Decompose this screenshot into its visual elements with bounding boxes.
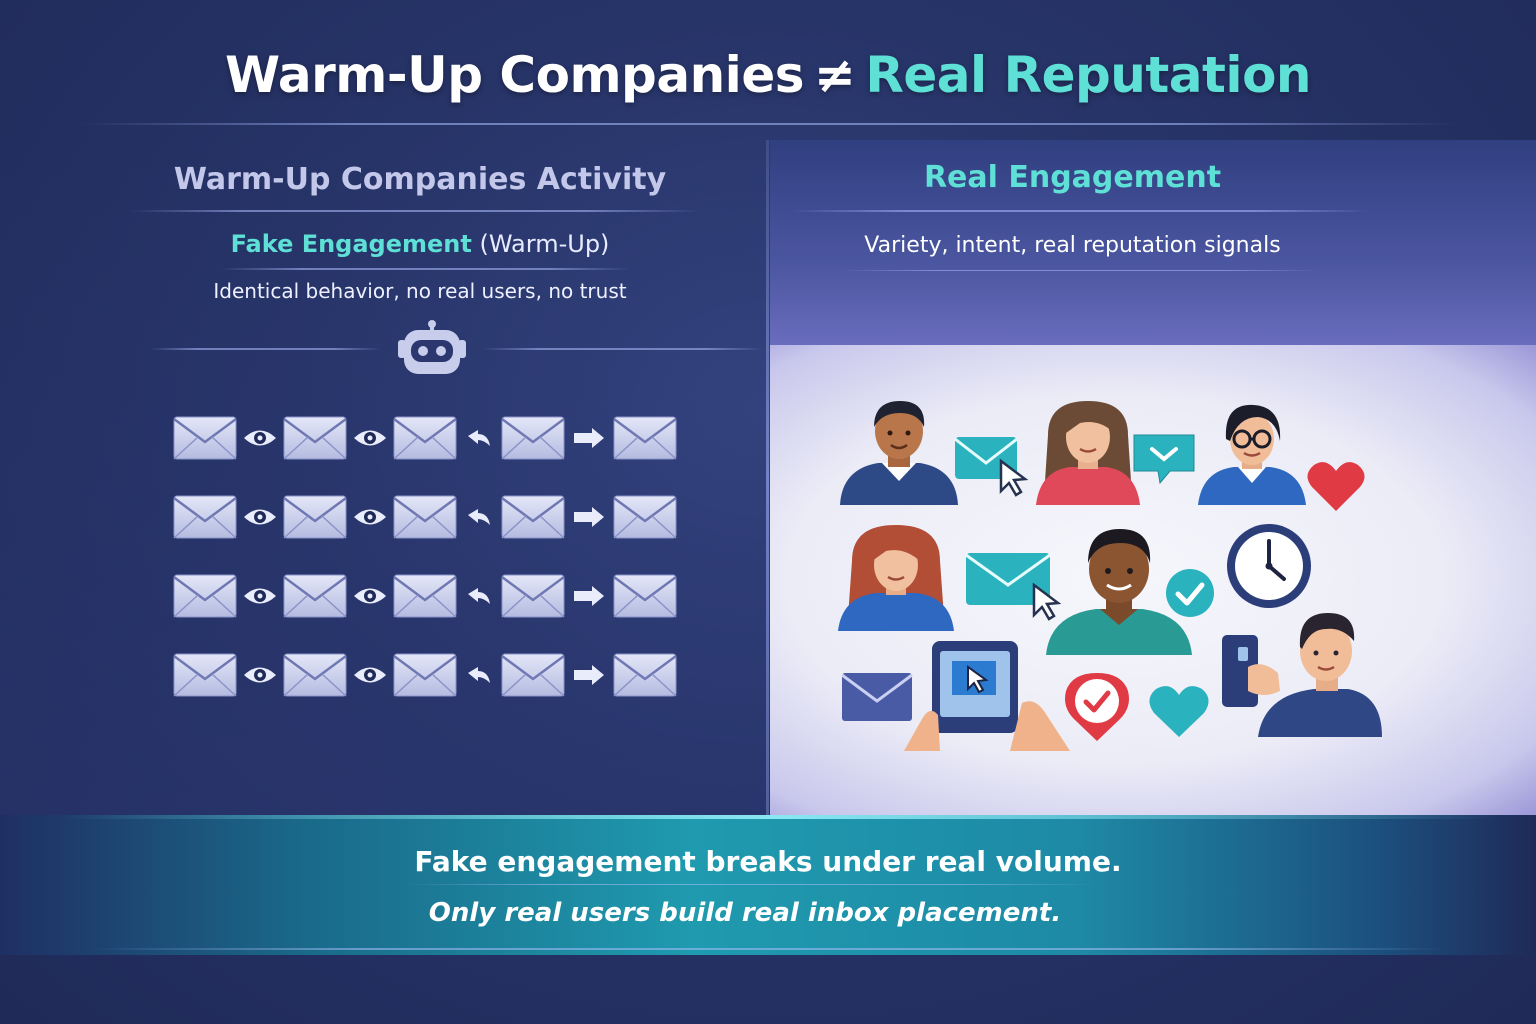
envelope-icon <box>613 416 677 460</box>
envelope-icon <box>173 416 237 460</box>
envelope-icon <box>501 653 565 697</box>
envelope-icon <box>841 673 913 721</box>
envelope-icon <box>393 574 457 618</box>
envelope-icon <box>283 574 347 618</box>
envelope-icon <box>173 574 237 618</box>
right-description-divider <box>840 270 1320 271</box>
reply-arrow-icon <box>458 502 500 532</box>
pattern-row <box>172 412 692 464</box>
eye-icon <box>238 423 282 453</box>
envelope-icon <box>393 653 457 697</box>
left-panel <box>0 140 766 815</box>
envelope-icon <box>613 574 677 618</box>
right-description: Variety, intent, real reputation signals <box>864 233 1281 258</box>
heart-icon <box>1149 686 1209 737</box>
robot-divider-right <box>483 348 763 350</box>
pattern-row <box>172 491 692 543</box>
banner-divider <box>405 884 1095 885</box>
left-subtitle-teal: Fake Engagement <box>230 230 472 258</box>
banner-glow-line <box>60 815 1500 819</box>
forward-arrow-icon <box>566 581 612 611</box>
envelope-icon <box>173 653 237 697</box>
clock-icon <box>1227 524 1311 608</box>
envelope-icon <box>501 495 565 539</box>
person-icon <box>1036 401 1140 505</box>
real-engagement-illustration <box>770 345 1536 815</box>
banner-line-1: Fake engagement breaks under real volume… <box>414 845 1122 878</box>
tablet-hands-icon <box>904 641 1070 751</box>
envelope-icon <box>283 416 347 460</box>
eye-icon <box>348 581 392 611</box>
check-badge-icon <box>1065 673 1129 741</box>
forward-arrow-icon <box>566 502 612 532</box>
eye-icon <box>238 502 282 532</box>
eye-icon <box>238 660 282 690</box>
envelope-icon <box>613 653 677 697</box>
title-right: Real Reputation <box>865 46 1312 104</box>
pattern-row <box>172 649 692 701</box>
envelope-icon <box>393 495 457 539</box>
robot-divider-left <box>150 348 380 350</box>
person-phone-icon <box>1222 613 1382 737</box>
envelope-icon <box>173 495 237 539</box>
person-icon <box>1046 529 1192 655</box>
right-heading: Real Engagement <box>923 160 1222 195</box>
eye-icon <box>348 423 392 453</box>
left-heading: Warm-Up Companies Activity <box>173 162 667 197</box>
reply-arrow-icon <box>458 660 500 690</box>
title-left: Warm-Up Companies <box>224 46 805 104</box>
envelope-icon <box>501 416 565 460</box>
pattern-row <box>172 570 692 622</box>
heart-icon <box>1307 462 1365 511</box>
left-subtitle-rest: (Warm-Up) <box>479 230 610 258</box>
check-circle-icon <box>1166 569 1214 617</box>
forward-arrow-icon <box>566 660 612 690</box>
envelope-icon <box>393 416 457 460</box>
right-panel-header-bg <box>770 140 1536 345</box>
person-glasses-icon <box>1198 404 1306 505</box>
eye-icon <box>238 581 282 611</box>
left-subtitle: Fake Engagement (Warm-Up) <box>100 230 740 258</box>
person-icon <box>838 525 954 631</box>
forward-arrow-icon <box>566 423 612 453</box>
banner-line-2: Only real users build real inbox placeme… <box>428 898 1062 928</box>
robot-icon <box>398 320 466 374</box>
chat-check-icon <box>1133 434 1195 485</box>
title-divider <box>80 123 1456 125</box>
envelope-icon <box>283 653 347 697</box>
left-subtitle-divider <box>220 268 630 270</box>
person-icon <box>840 401 958 505</box>
left-description: Identical behavior, no real users, no tr… <box>213 279 627 303</box>
reply-arrow-icon <box>458 423 500 453</box>
envelope-icon <box>283 495 347 539</box>
envelope-click-icon <box>954 437 1029 497</box>
envelope-click-icon <box>965 553 1062 621</box>
eye-icon <box>348 660 392 690</box>
conclusion-banner <box>0 815 1536 955</box>
envelope-icon <box>501 574 565 618</box>
bottom-divider <box>90 948 1446 950</box>
fake-engagement-pattern <box>172 412 692 728</box>
envelope-icon <box>613 495 677 539</box>
right-heading-divider <box>790 210 1370 212</box>
reply-arrow-icon <box>458 581 500 611</box>
page-title: Warm-Up Companies≠Real Reputation <box>0 46 1536 104</box>
column-divider <box>766 140 769 815</box>
eye-icon <box>348 502 392 532</box>
not-equal-sign: ≠ <box>813 46 856 104</box>
left-heading-divider <box>130 210 700 212</box>
